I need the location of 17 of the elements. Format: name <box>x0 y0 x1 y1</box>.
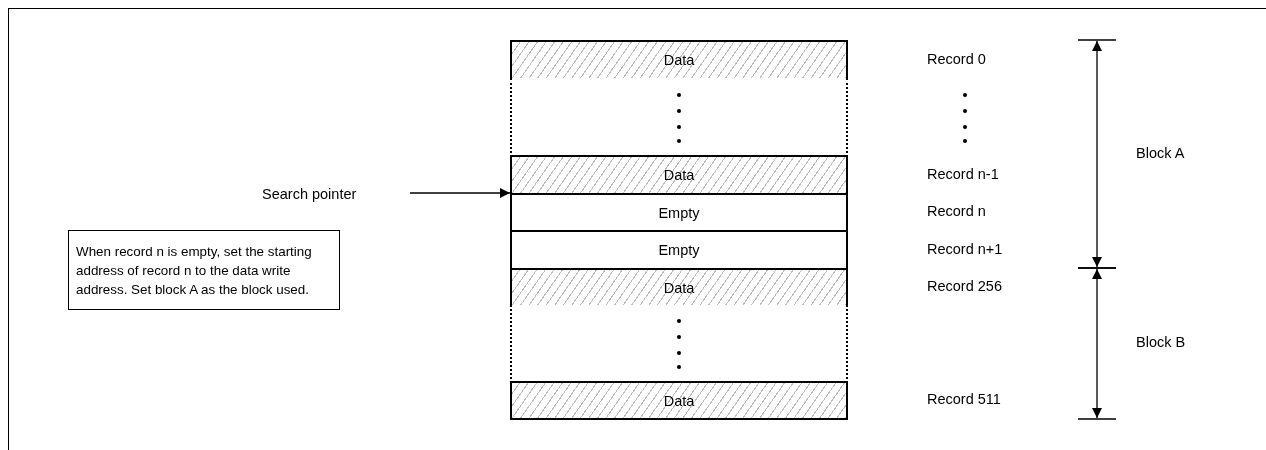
data-record-row: Data <box>510 381 848 420</box>
data-record-row: Data <box>510 155 848 195</box>
record-label: Record 0 <box>927 51 986 67</box>
record-label: Record 511 <box>927 391 1001 407</box>
record-label: Record n+1 <box>927 241 1003 257</box>
data-record-row: Data <box>510 268 848 307</box>
record-label: Record n <box>927 203 986 219</box>
block-label: Block A <box>1136 145 1185 161</box>
empty-record-row: Empty <box>510 230 848 270</box>
record-label: Record n-1 <box>927 166 999 182</box>
pointer-label: Search pointer <box>262 184 402 204</box>
block-label: Block B <box>1136 334 1186 350</box>
record-label: Record 256 <box>927 278 1002 294</box>
empty-record-row: Empty <box>510 193 848 232</box>
arrow <box>409 188 511 198</box>
data-record-row: Data <box>510 40 848 80</box>
note-box: When record n is empty, set the starting address of record n to the data write address. Set block A as the block used. <box>68 230 340 310</box>
